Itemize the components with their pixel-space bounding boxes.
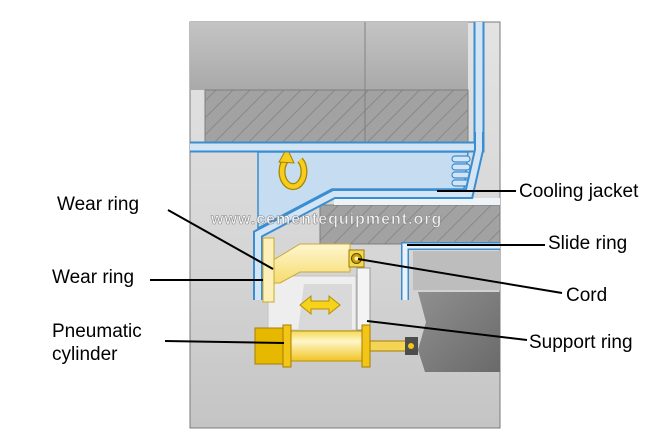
cooling-fin [451,163,471,171]
label-pneumatic-cylinder-line2: cylinder [52,344,118,365]
refractory-block-right [364,89,469,143]
cylinder-barrel [290,330,363,362]
upper-housing-block [190,22,468,90]
cooling-fins [451,155,471,187]
cylinder-flange-left [282,324,292,368]
leader-support-ring [366,320,528,341]
label-slide-ring: Slide ring [548,233,627,254]
leader-pneumatic-cylinder [164,340,285,344]
jacket-gap-strip [334,198,500,205]
label-wear-ring-upper: Wear ring [57,194,139,215]
cooling-fin [451,155,471,163]
label-cooling-jacket: Cooling jacket [519,181,639,202]
label-wear-ring-lower: Wear ring [52,267,134,288]
cooling-fin [451,171,471,179]
label-support-ring: Support ring [529,332,633,353]
watermark: www.cementequipment.org [210,211,442,228]
label-cord: Cord [566,285,607,306]
pneumatic-cylinder [254,324,418,368]
refractory-block-lower [319,204,501,245]
leader-lines [150,190,563,344]
refractory-block-left [204,89,366,143]
seal-lamella-lower [253,132,484,300]
leader-wear-ring-upper [167,209,274,270]
piston-rod [369,340,408,352]
rod-end-pin [408,343,414,349]
label-pneumatic-cylinder-line1: Pneumatic [52,321,142,342]
cylinder-flange-right [361,324,371,368]
wear-ring-lower [262,237,275,303]
double-arrow-icon [299,294,341,316]
cylinder-end-cap [254,327,288,365]
leader-cord [357,258,563,294]
rotation-arrow-icon [278,146,308,190]
cord [348,249,365,268]
